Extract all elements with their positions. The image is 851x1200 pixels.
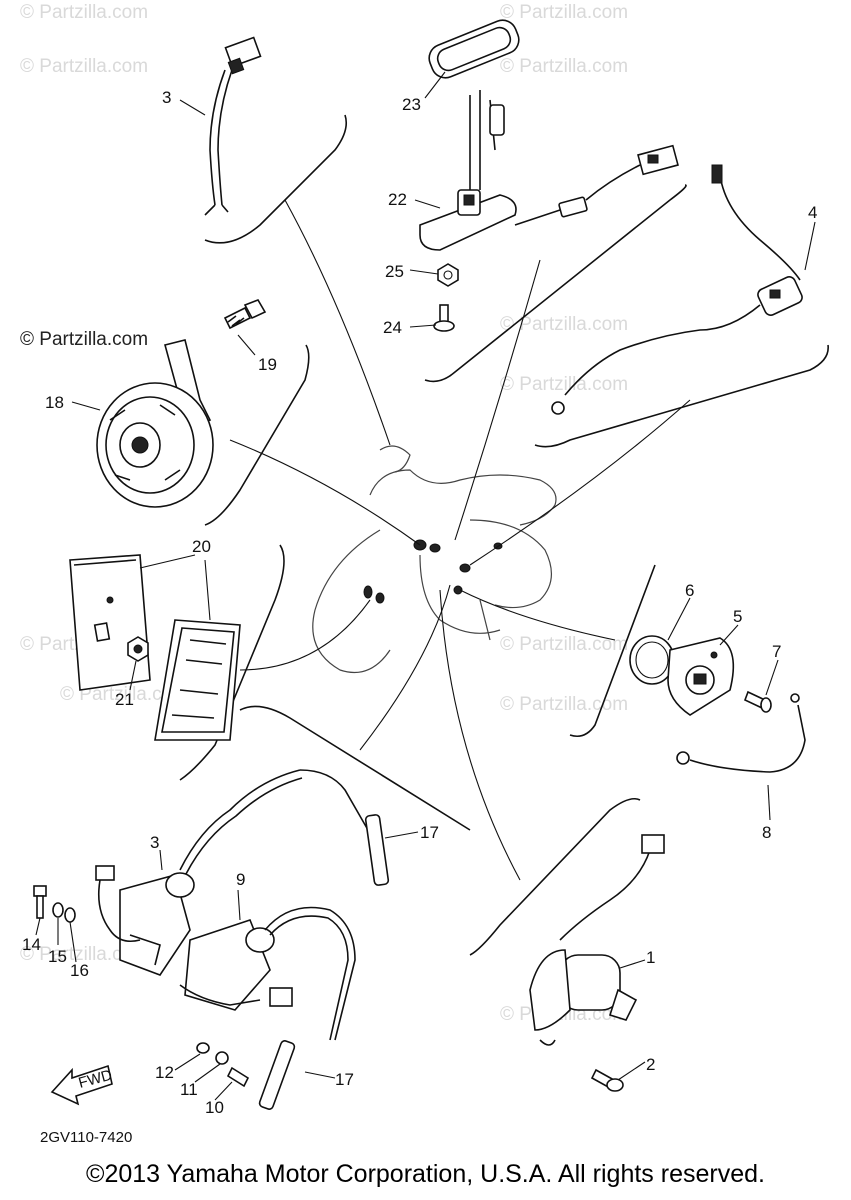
part-3-sensor-lead [204,36,262,216]
part-13-ignition-coil [95,769,390,976]
callout-14: 14 [22,935,41,954]
callout-12: 12 [155,1063,174,1082]
watermark: © Partzilla.com [500,2,628,23]
part-21-nut [127,636,149,662]
callout-3-coil: 3 [150,833,159,852]
part-8-wire [676,693,806,773]
watermark: © Partzilla.com [60,684,188,705]
watermark: © Partzilla.com [500,314,628,335]
part-19-bolt [223,299,267,330]
leader-lines [229,199,691,881]
watermark: © Partzilla.com [500,694,628,715]
callout-leaders [35,71,816,1101]
part-22-fuel-sender [419,90,679,251]
callout-7: 7 [772,642,781,661]
part-2-bolt [590,1068,624,1092]
panel-dividers [179,114,829,956]
callout-9: 9 [236,870,245,889]
callout-23: 23 [402,95,421,114]
part-9-ignition-coil [179,906,356,1110]
copyright-notice: ©2013 Yamaha Motor Corporation, U.S.A. A… [86,1160,765,1188]
callout-3: 3 [162,88,171,107]
part-6-o-ring [629,635,675,685]
watermark: © Partzilla.com [500,634,628,655]
part-1-relay [529,834,665,1046]
part-25-nut [437,263,459,287]
part-5-cover [667,637,735,716]
callout-17-upper: 17 [420,823,439,842]
diagram-code: 2GV110-7420 [40,1129,132,1146]
callout-25: 25 [385,262,404,281]
part-10-11-12-hardware [196,1042,250,1088]
callout-19: 19 [258,355,277,374]
callout-24: 24 [383,318,402,337]
callout-labels: 3 23 22 25 24 4 19 18 20 21 6 5 7 8 17 3… [22,88,817,1117]
callout-21: 21 [115,690,134,709]
callout-15: 15 [48,947,67,966]
watermark: © Partzilla.com [20,2,148,23]
watermark-logo: © Partzilla.com [20,329,148,350]
fwd-arrow-icon: FWD [50,1064,114,1106]
watermark: © Partzilla.com [20,56,148,77]
callout-10: 10 [205,1098,224,1117]
watermark: © Partzilla.com [500,56,628,77]
callout-1: 1 [646,948,655,967]
part-7-screw [743,690,772,713]
callout-2: 2 [646,1055,655,1074]
callout-16: 16 [70,961,89,980]
callout-22: 22 [388,190,407,209]
callout-18: 18 [45,393,64,412]
part-23-gasket [428,19,520,79]
part-24-screw [433,304,455,332]
callout-4: 4 [808,203,817,222]
callout-8: 8 [762,823,771,842]
part-18-horn [96,339,214,508]
part-4-switch-lead [551,164,803,415]
callout-17-lower: 17 [335,1070,354,1089]
part-14-15-16-hardware [33,885,76,923]
callout-5: 5 [733,607,742,626]
part-20-reflectors [69,554,241,741]
callout-6: 6 [685,581,694,600]
callout-11: 11 [180,1080,198,1099]
callout-20: 20 [192,537,211,556]
watermark: © Partzilla.com [500,374,628,395]
watermark: © Partzilla.com [20,944,148,965]
